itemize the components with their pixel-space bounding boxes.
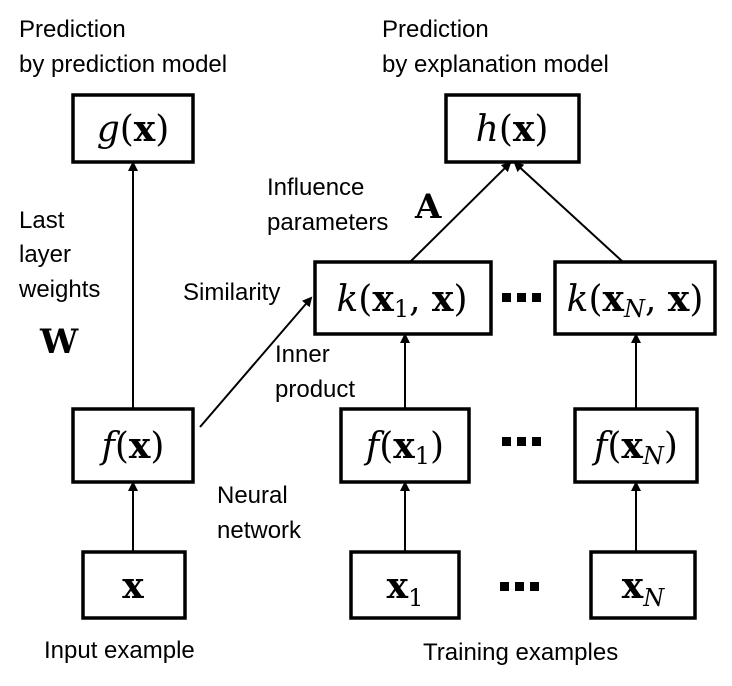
node-x1-box (349, 550, 461, 620)
node-k1-open: ( (358, 279, 372, 320)
node-x1-arg: x (387, 565, 409, 607)
node-x1-sub: 1 (408, 584, 423, 612)
node-f-box (71, 407, 195, 484)
node-x-arg: x (122, 565, 144, 607)
label-neural-line2: network (217, 517, 302, 544)
node-f-x: f(x) (71, 407, 195, 484)
node-f1-box (339, 407, 471, 484)
node-kN: k(xN, x) (553, 260, 717, 336)
label-last-line3: weights (18, 276, 100, 303)
node-fN-arg: x (621, 425, 643, 467)
label-inner-line1: Inner (275, 341, 330, 368)
node-f1-close: ) (430, 426, 444, 467)
svg-text:xN: xN (622, 565, 665, 612)
node-kN-arg: x (602, 278, 624, 320)
symbol-W: W (39, 322, 79, 362)
svg-text:g(x): g(x) (97, 108, 170, 150)
node-x: x (81, 550, 187, 620)
label-input-example: Input example (44, 637, 195, 664)
label-influence-line2: parameters (267, 209, 388, 236)
node-k1-arg2: x (432, 278, 454, 320)
node-g-box (71, 93, 195, 164)
node-h-fn: h (476, 109, 499, 150)
label-last-line2: layer (19, 241, 71, 268)
node-f1: f(x1) (339, 407, 471, 484)
node-kN-open: ( (588, 279, 602, 320)
node-h-arg: x (513, 108, 535, 150)
svg-text:k(xN, x): k(xN, x) (567, 278, 704, 323)
svg-text:f(x1): f(x1) (363, 425, 444, 470)
node-f-open: ( (115, 426, 129, 467)
node-h-x: h(x) (444, 93, 581, 164)
ellipsis-f-row (502, 437, 541, 446)
node-f-arg: x (129, 425, 151, 467)
node-f1-sub: 1 (415, 442, 430, 470)
node-h-box (444, 93, 581, 164)
label-inner-line2: product (275, 376, 355, 403)
label-training-examples: Training examples (423, 639, 618, 666)
svg-text:x1: x1 (387, 565, 424, 612)
label-prediction-by-explanation-line2: by explanation model (382, 51, 609, 78)
edge-f-to-k1 (199, 296, 313, 428)
node-kN-sub: N (623, 295, 646, 323)
node-x-box (81, 550, 187, 620)
node-g-open: ( (120, 109, 134, 150)
node-h-close: ) (534, 109, 548, 150)
svg-text:f(x): f(x) (99, 425, 165, 467)
node-fN-sub: N (642, 442, 665, 470)
label-influence-line1: Influence (267, 174, 364, 201)
node-kN-comma: , (645, 279, 656, 320)
node-kN-box (553, 260, 717, 336)
svg-text:f(xN): f(xN) (591, 425, 678, 470)
svg-text:h(x): h(x) (476, 108, 549, 150)
node-xN: xN (589, 550, 697, 620)
node-kN-close: ) (689, 279, 703, 320)
node-fN-open: ( (607, 426, 621, 467)
node-fN: f(xN) (573, 407, 699, 484)
node-xN-box (589, 550, 697, 620)
node-g-fn: g (97, 109, 120, 150)
svg-text:k(x1, x): k(x1, x) (336, 278, 467, 323)
node-g-x: g(x) (71, 93, 195, 164)
node-h-open: ( (499, 109, 513, 150)
node-k1-close: ) (453, 279, 467, 320)
node-f1-open: ( (379, 426, 393, 467)
label-prediction-by-explanation-line1: Prediction (382, 16, 489, 43)
node-f1-arg: x (393, 425, 415, 467)
node-x1: x1 (349, 550, 461, 620)
label-last-line1: Last (19, 207, 65, 234)
node-k1: k(x1, x) (313, 260, 493, 336)
node-k1-fn: k (336, 279, 358, 320)
node-xN-arg: x (622, 565, 644, 607)
label-similarity: Similarity (183, 279, 280, 306)
node-fN-close: ) (664, 426, 678, 467)
node-xN-sub: N (642, 584, 665, 612)
node-k1-arg: x (372, 278, 394, 320)
node-k1-comma: , (409, 279, 420, 320)
node-kN-fn: k (567, 279, 589, 320)
node-fN-box (573, 407, 699, 484)
node-f-close: ) (150, 426, 164, 467)
node-g-arg: x (134, 108, 156, 150)
ellipsis-k-row (502, 293, 541, 302)
edge-k1-to-h (409, 161, 512, 263)
edges (128, 161, 641, 551)
node-k1-sub: 1 (394, 295, 409, 323)
ellipsis-x-row (500, 582, 539, 591)
label-prediction-by-prediction-line2: by prediction model (19, 51, 227, 78)
edge-kN-to-h (513, 161, 624, 263)
symbol-A: A (414, 187, 442, 227)
node-g-close: ) (155, 109, 169, 150)
label-prediction-by-prediction-line1: Prediction (19, 16, 126, 43)
label-neural-line1: Neural (217, 482, 288, 509)
node-k1-box (313, 260, 493, 336)
node-kN-arg2: x (668, 278, 690, 320)
